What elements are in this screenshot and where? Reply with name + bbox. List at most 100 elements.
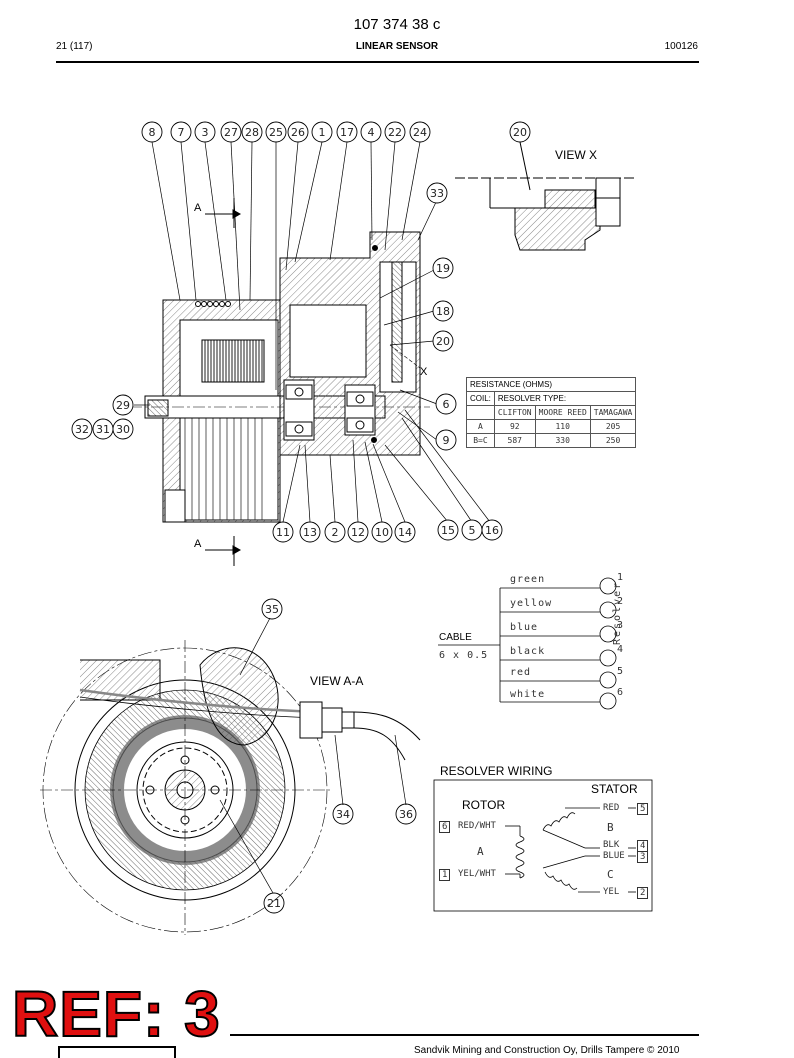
item-number: 12 [351,526,365,539]
item-number: 20 [513,126,527,139]
item-balloon [272,521,294,543]
resistance-title: RESISTANCE (OHMS) [465,377,637,392]
stator-pin-2: 2 [637,887,649,899]
item-balloon [435,429,457,451]
item-number: 32 [75,423,89,436]
item-number: 24 [413,126,427,139]
x-pointer [389,344,421,369]
value-cell: 587 [493,433,536,448]
cable-wrap [195,301,231,307]
view-x-label: VIEW X [555,148,598,162]
item-number: 20 [436,335,450,348]
item-number: 2 [332,526,339,539]
item-number: 22 [388,126,402,139]
wire-blue: blue [510,622,539,633]
item-number: 9 [443,434,450,447]
coil-cell: A [466,419,495,434]
coil-cell: B=C [466,433,495,448]
spring-coil [201,339,265,383]
stator-pin-5: 5 [637,803,649,815]
item-balloon [432,330,454,352]
item-balloon [261,598,283,620]
footer-rule [230,1034,699,1036]
pin-1: 1 [617,572,624,583]
item-balloon [299,521,321,543]
header-rule [56,61,699,63]
wire-green: green [510,574,546,585]
item-number: 7 [178,126,185,139]
stator-blk: BLK [603,840,620,850]
x-marker-label: X [420,366,428,378]
pin-6: 6 [617,687,624,698]
footer-copyright: Sandvik Mining and Construction Oy, Dril… [414,1045,680,1056]
wire-red: red [510,667,532,678]
value-cell: 110 [534,419,591,434]
item-number: 15 [441,524,455,537]
cable-spec: 6 x 0.5 [439,650,489,661]
item-number: 36 [399,808,413,821]
item-balloon [426,182,448,204]
item-balloon [311,121,333,143]
pin-5: 5 [617,666,624,677]
item-balloon [336,121,358,143]
bearings [285,384,374,437]
item-balloon [241,121,263,143]
item-number: 6 [443,398,450,411]
rotor-red-wht: RED/WHT [458,821,496,831]
item-number: 26 [291,126,305,139]
page-title: LINEAR SENSOR [355,41,439,52]
item-number: 8 [149,126,156,139]
item-balloon [170,121,192,143]
stator-pin-3: 3 [637,851,649,863]
item-number: 10 [375,526,389,539]
value-cell: 330 [534,433,591,448]
stator-red: RED [603,803,620,813]
col-moore-reed: MOORE REED [534,405,591,420]
resolver-vertical-label: Resolver [612,580,623,645]
coil-c-label: C [607,868,614,881]
item-number: 35 [265,603,279,616]
cable-label: CABLE [439,632,472,643]
wire-black: black [510,646,546,657]
item-balloon [263,892,285,914]
item-balloon [384,121,406,143]
value-cell: 92 [493,419,536,434]
company-logo [58,1046,176,1058]
item-number: 17 [340,126,354,139]
item-balloon [141,121,163,143]
rotor-pin-1: 1 [439,869,451,881]
value-cell: 250 [589,433,637,448]
pin-3: 3 [617,620,624,631]
pin-2: 2 [617,596,624,607]
resistance-table: RESISTANCE (OHMS) COIL: RESOLVER TYPE: C… [465,377,637,448]
item-number: 21 [267,897,281,910]
item-number: 25 [269,126,283,139]
rotor-pin-6: 6 [439,821,451,833]
document-date: 100126 [664,41,698,52]
stator-yel: YEL [603,887,620,897]
section-a-bottom: A [194,538,202,550]
item-balloon [287,121,309,143]
view-aa-label: VIEW A-A [310,674,364,688]
item-balloon [347,521,369,543]
table-row: B=C 587 330 250 [466,433,637,448]
view-x-detail [455,141,635,251]
item-number: 19 [436,262,450,275]
item-balloon [194,121,216,143]
item-number: 13 [303,526,317,539]
wiring-title: RESOLVER WIRING [440,764,553,778]
pin-4: 4 [617,644,624,655]
leader-lines [134,141,491,523]
view-aa [40,617,421,935]
item-number: 3 [202,126,209,139]
item-number: 4 [368,126,375,139]
wire-yellow: yellow [510,598,553,609]
item-balloon [371,521,393,543]
item-number: 29 [116,399,130,412]
stator-blue: BLUE [603,851,625,861]
item-balloon [112,418,134,440]
item-balloon [409,121,431,143]
item-number: 34 [336,808,350,821]
item-number: 1 [319,126,326,139]
